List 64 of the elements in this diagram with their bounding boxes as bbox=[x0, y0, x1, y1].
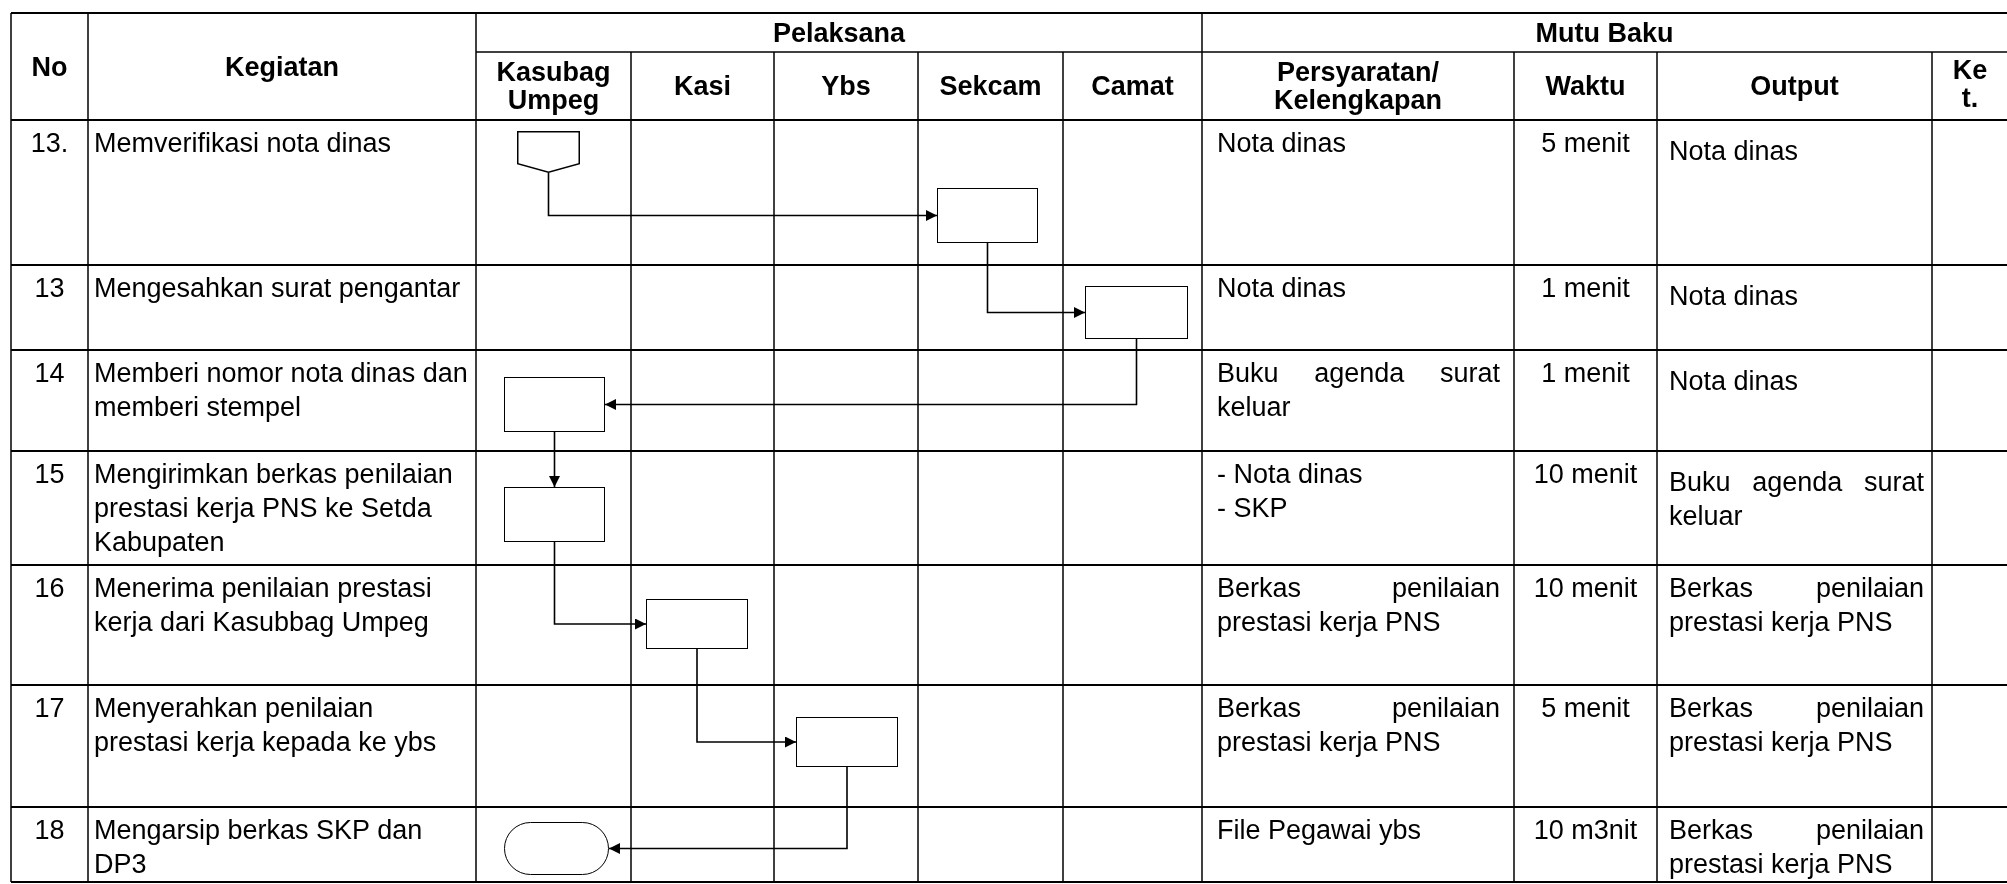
duration-text: 10 menit bbox=[1532, 458, 1639, 491]
activity-text: Mengirimkan berkas penilaian prestasi kerja PNS ke Setda Kabupaten bbox=[94, 458, 454, 559]
output-text: Nota dinas bbox=[1669, 365, 1800, 398]
activity-text: Memverifikasi nota dinas bbox=[94, 127, 393, 160]
requirement-text: Buku agenda surat keluar bbox=[1217, 357, 1500, 424]
output-text: Nota dinas bbox=[1669, 135, 1800, 168]
requirement-text: - SKP bbox=[1217, 492, 1289, 525]
requirement-text: - Nota dinas bbox=[1217, 458, 1364, 491]
column-header: Output bbox=[1749, 72, 1840, 100]
column-header: Waktu bbox=[1544, 72, 1627, 100]
arrow bbox=[549, 431, 560, 488]
requirement-text: Nota dinas bbox=[1217, 272, 1348, 305]
row-number: 13. bbox=[29, 127, 70, 160]
duration-text: 1 menit bbox=[1540, 357, 1631, 390]
group-header: Mutu Baku bbox=[1534, 18, 1675, 47]
column-header: Ket. bbox=[1951, 56, 1989, 112]
output-text: Berkas penilaian prestasi kerja PNS bbox=[1669, 572, 1924, 639]
group-header: Pelaksana bbox=[771, 18, 907, 47]
activity-text: Mengesahkan surat pengantar bbox=[94, 272, 462, 305]
arrow bbox=[604, 338, 1138, 410]
arrow bbox=[553, 541, 647, 630]
column-header: Sekcam bbox=[938, 72, 1043, 100]
output-text: Berkas penilaian prestasi kerja PNS bbox=[1669, 692, 1924, 759]
process-box bbox=[504, 377, 605, 432]
column-header: Kegiatan bbox=[224, 52, 340, 81]
column-header: No bbox=[30, 52, 69, 81]
row-number: 17 bbox=[33, 692, 66, 725]
output-text: Berkas penilaian prestasi kerja PNS bbox=[1669, 814, 1924, 881]
process-box bbox=[796, 717, 898, 767]
activity-text: Menerima penilaian prestasi kerja dari Kasubbag Umpeg bbox=[94, 572, 433, 639]
process-box bbox=[504, 487, 605, 542]
column-header: Persyaratan/ Kelengkapan bbox=[1272, 58, 1444, 114]
arrow bbox=[608, 766, 848, 854]
requirement-text: Berkas penilaian prestasi kerja PNS bbox=[1217, 572, 1500, 639]
duration-text: 10 m3nit bbox=[1532, 814, 1639, 847]
requirement-text: Nota dinas bbox=[1217, 127, 1348, 160]
column-header: Camat bbox=[1090, 72, 1175, 100]
row-number: 14 bbox=[33, 357, 66, 390]
output-text: Buku agenda surat keluar bbox=[1669, 466, 1924, 533]
row-number: 13 bbox=[33, 272, 66, 305]
off-page-connector bbox=[517, 131, 580, 173]
activity-text: Mengarsip berkas SKP dan DP3 bbox=[94, 814, 424, 881]
process-box bbox=[646, 599, 748, 649]
duration-text: 1 menit bbox=[1540, 272, 1631, 305]
column-header: Ybs bbox=[820, 72, 872, 100]
requirement-text: File Pegawai ybs bbox=[1217, 814, 1423, 847]
activity-text: Menyerahkan penilaian prestasi kerja kepada ke ybs bbox=[94, 692, 438, 759]
arrow bbox=[696, 648, 797, 748]
output-text: Nota dinas bbox=[1669, 280, 1800, 313]
row-number: 15 bbox=[33, 458, 66, 491]
arrow bbox=[986, 242, 1086, 318]
terminator bbox=[504, 822, 609, 875]
row-number: 16 bbox=[33, 572, 66, 605]
duration-text: 5 menit bbox=[1540, 692, 1631, 725]
process-box bbox=[1085, 286, 1188, 339]
column-header: Kasubag Umpeg bbox=[495, 58, 612, 114]
column-header: Kasi bbox=[672, 72, 732, 100]
process-box bbox=[937, 188, 1038, 243]
duration-text: 10 menit bbox=[1532, 572, 1639, 605]
requirement-text: Berkas penilaian prestasi kerja PNS bbox=[1217, 692, 1500, 759]
row-number: 18 bbox=[33, 814, 66, 847]
activity-text: Memberi nomor nota dinas dan memberi stempel bbox=[94, 357, 469, 424]
duration-text: 5 menit bbox=[1540, 127, 1631, 160]
arrow bbox=[547, 172, 938, 221]
